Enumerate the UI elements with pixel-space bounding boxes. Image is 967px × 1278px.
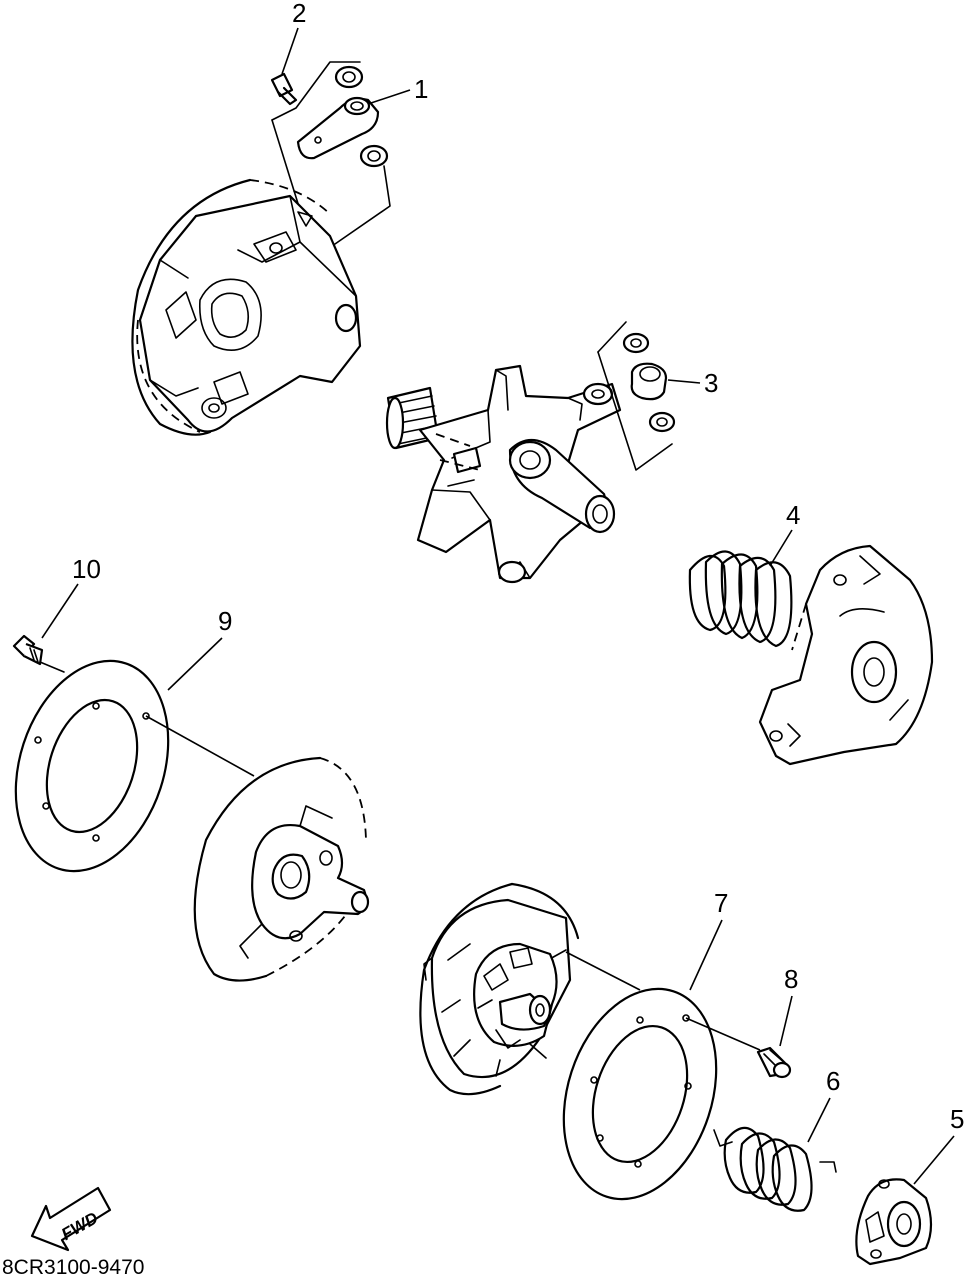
callout-2: 2 xyxy=(281,0,306,75)
secondary-sheave xyxy=(419,882,580,1096)
callout-10: 10 xyxy=(41,554,101,639)
part-4-primary-spring xyxy=(688,550,793,648)
diagram-code: 8CR3100-9470 xyxy=(2,1256,144,1278)
part-10-bolt xyxy=(12,634,44,666)
part-2-bolt xyxy=(270,72,298,106)
part-7-shim-plate xyxy=(562,951,761,1201)
callout-2-number: 2 xyxy=(292,0,306,28)
callout-9: 9 xyxy=(145,606,255,777)
part-9-shim-plate xyxy=(14,659,170,873)
part-5-spring-seat xyxy=(855,1178,933,1266)
part-8-bolt xyxy=(756,1046,792,1079)
fwd-arrow: FWD xyxy=(30,1186,112,1252)
callout-9-number: 9 xyxy=(218,606,232,636)
primary-sliding-sheave xyxy=(131,178,362,436)
callout-7-number: 7 xyxy=(714,888,728,918)
callout-8: 8 xyxy=(779,964,798,1047)
callout-7: 7 xyxy=(689,888,728,991)
callout-1: 1 xyxy=(367,74,428,105)
part-3-sliders xyxy=(597,321,676,471)
part-6-secondary-spring xyxy=(713,1126,837,1212)
part-1-weight-arm xyxy=(271,61,391,245)
callout-10-number: 10 xyxy=(72,554,101,584)
callout-5-number: 5 xyxy=(950,1104,964,1134)
callout-1-number: 1 xyxy=(414,74,428,104)
primary-cover xyxy=(758,544,934,766)
primary-spider xyxy=(385,364,622,584)
callout-6-number: 6 xyxy=(826,1066,840,1096)
callout-4-number: 4 xyxy=(786,500,800,530)
callout-4: 4 xyxy=(769,500,800,567)
callout-5: 5 xyxy=(913,1104,964,1185)
callout-6: 6 xyxy=(807,1066,840,1143)
callout-8-number: 8 xyxy=(784,964,798,994)
callout-3: 3 xyxy=(667,368,718,398)
primary-fixed-sheave xyxy=(193,756,370,982)
callout-3-number: 3 xyxy=(704,368,718,398)
